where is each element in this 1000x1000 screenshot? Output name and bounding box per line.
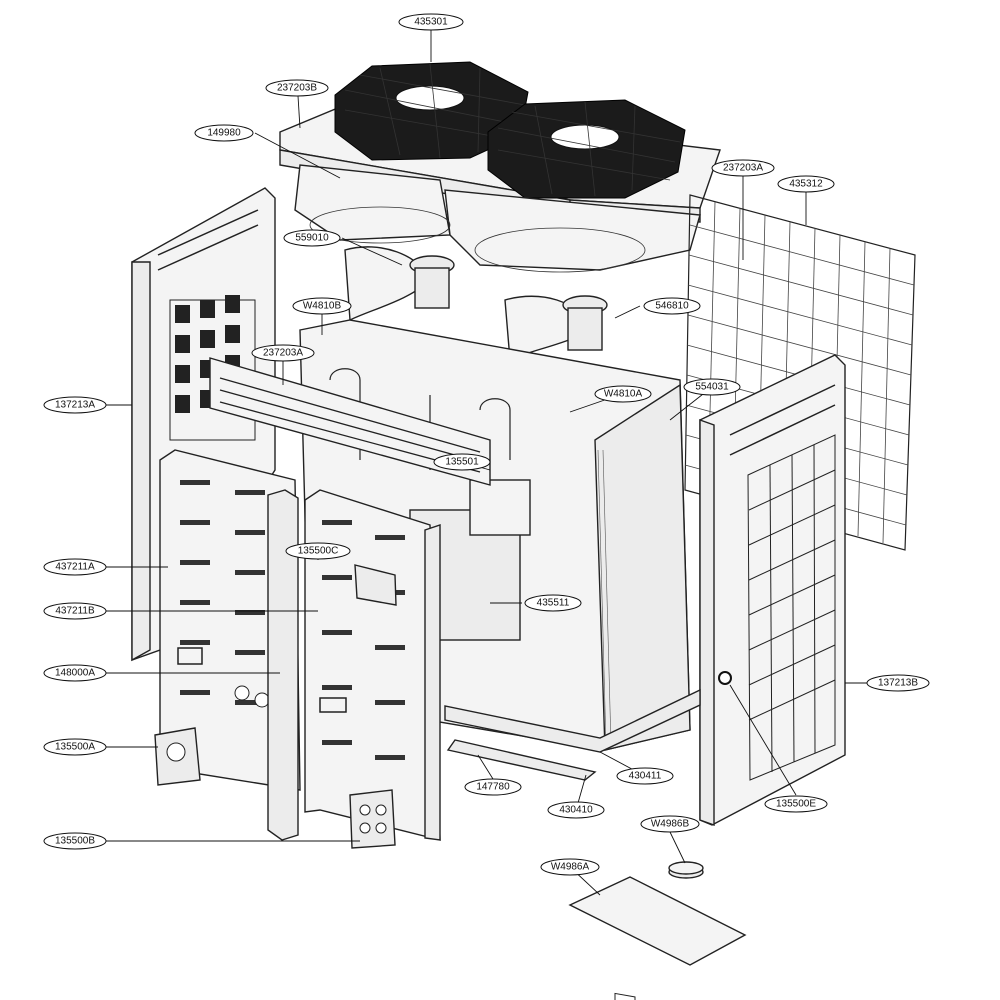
part-label-559010: 559010 — [283, 229, 341, 247]
label-oval — [398, 13, 464, 31]
label-text: 148000A — [55, 668, 95, 679]
label-oval — [547, 801, 605, 819]
label-oval — [43, 396, 107, 414]
label-text: 237203A — [263, 348, 303, 359]
part-label-135500e: 135500E — [764, 795, 828, 813]
part-label-w4810a: W4810A — [594, 385, 652, 403]
label-text: 437211A — [55, 562, 95, 573]
part-label-w4810b: W4810B — [292, 297, 352, 315]
right-side-panel — [699, 354, 846, 826]
part-label-546810: 546810 — [643, 297, 701, 315]
part-label-w4986a: W4986A — [540, 858, 600, 876]
label-text: W4986B — [651, 819, 690, 830]
label-oval — [433, 453, 491, 471]
part-label-135501: 135501 — [433, 453, 491, 471]
label-oval — [643, 297, 701, 315]
label-oval — [616, 767, 674, 785]
label-oval — [866, 674, 930, 692]
part-label-237203a_top: 237203A — [711, 159, 775, 177]
part-label-w4986b: W4986B — [640, 815, 700, 833]
part-label-430410: 430410 — [547, 801, 605, 819]
label-text: 554031 — [695, 382, 729, 393]
label-text: 135500C — [298, 546, 339, 557]
label-text: 135501 — [445, 457, 479, 468]
part-labels: 435301 237203B 149980 237203A 435312 559010W4… — [43, 13, 930, 876]
label-text: 546810 — [655, 301, 689, 312]
label-text: 147780 — [476, 782, 510, 793]
label-oval — [265, 79, 329, 97]
label-oval — [43, 664, 107, 682]
label-text: 437211B — [55, 606, 95, 617]
part-label-135500c: 135500C — [285, 542, 351, 560]
label-oval — [194, 124, 254, 142]
part-label-135500b: 135500B — [43, 832, 107, 850]
cap-w4986b — [668, 861, 704, 879]
label-text: 430411 — [629, 771, 662, 782]
label-oval — [640, 815, 700, 833]
label-oval — [464, 778, 522, 796]
label-oval — [540, 858, 600, 876]
label-text: W4810B — [303, 301, 342, 312]
label-oval — [283, 229, 341, 247]
front-panel-left — [159, 449, 301, 791]
label-oval — [764, 795, 828, 813]
label-text: 430410 — [559, 805, 593, 816]
label-text: 137213B — [878, 678, 918, 689]
knockout-cover-a — [154, 727, 201, 786]
front-top-bracket — [209, 357, 491, 486]
part-label-435312: 435312 — [777, 175, 835, 193]
part-label-430411: 430411 — [616, 767, 674, 785]
label-text: 435312 — [789, 179, 823, 190]
label-text: 237203A — [723, 163, 763, 174]
label-text: 435511 — [537, 598, 570, 609]
part-label-435301: 435301 — [398, 13, 464, 31]
part-label-137213b: 137213B — [866, 674, 930, 692]
part-label-437211b: 437211B — [43, 602, 107, 620]
fan-shroud-assembly — [294, 164, 701, 362]
part-label-148000a: 148000A — [43, 664, 107, 682]
part-label-135500a: 135500A — [43, 738, 107, 756]
label-text: 435301 — [414, 17, 448, 28]
label-text: 149980 — [207, 128, 241, 139]
center-pillar — [267, 489, 299, 841]
front-panel-right — [304, 489, 441, 841]
label-oval — [594, 385, 652, 403]
part-label-554031: 554031 — [683, 378, 741, 396]
label-oval — [285, 542, 351, 560]
label-oval — [711, 159, 775, 177]
part-label-147780: 147780 — [464, 778, 522, 796]
label-text: 135500B — [55, 836, 95, 847]
part-label-237203b: 237203B — [265, 79, 329, 97]
label-oval — [683, 378, 741, 396]
label-text: W4986A — [551, 862, 590, 873]
bottom-plate-w4986a — [568, 876, 747, 1000]
fan-grille-right — [487, 99, 686, 199]
label-oval — [777, 175, 835, 193]
part-label-149980: 149980 — [194, 124, 254, 142]
knockout-cover-b — [349, 789, 396, 849]
label-text: 559010 — [295, 233, 329, 244]
label-oval — [43, 738, 107, 756]
label-text: 135500A — [55, 742, 95, 753]
label-text: 237203B — [277, 83, 317, 94]
label-oval — [43, 602, 107, 620]
part-label-435511: 435511 — [524, 594, 582, 612]
label-text: 135500E — [776, 799, 816, 810]
fan-grille-left — [334, 61, 529, 161]
part-label-137213a: 137213A — [43, 396, 107, 414]
label-oval — [251, 344, 315, 362]
label-oval — [43, 832, 107, 850]
label-oval — [524, 594, 582, 612]
label-text: 137213A — [55, 400, 95, 411]
part-label-237203a_front: 237203A — [251, 344, 315, 362]
label-text: W4810A — [604, 389, 643, 400]
part-label-437211a: 437211A — [43, 558, 107, 576]
label-oval — [43, 558, 107, 576]
label-oval — [292, 297, 352, 315]
